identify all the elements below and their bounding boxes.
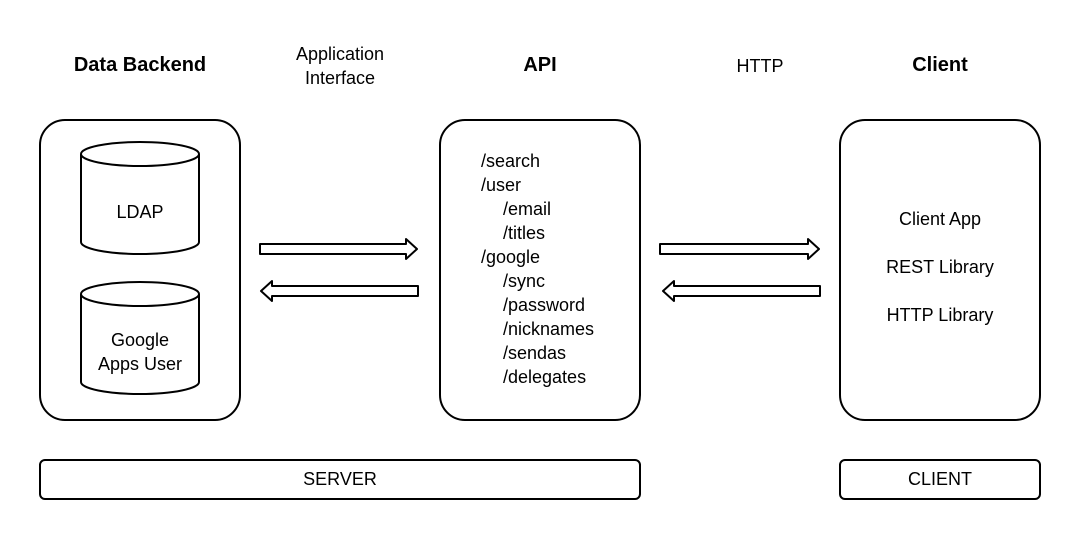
server-label: SERVER [303,469,377,489]
google-apps-user-database: Google Apps User [79,280,201,396]
backend-api-arrows [259,238,419,302]
api-endpoint-item: /sendas [503,343,567,363]
api-endpoint-list: /search/user/email/titles/google/sync/pa… [481,149,594,389]
client-box: Client App REST Library HTTP Library [839,119,1041,421]
api-endpoint-item: /sync [503,271,546,291]
client-component-list: Client App REST Library HTTP Library [841,207,1039,351]
ldap-label: LDAP [116,202,164,222]
rest-library-item: REST Library [886,257,994,277]
client-footer-label: CLIENT [907,469,972,489]
database-cylinder-icon [80,281,200,395]
api-client-arrows [659,238,821,302]
http-library-item: HTTP Library [886,305,994,325]
api-endpoint-item: /password [503,295,586,315]
ldap-database: LDAP [79,140,201,256]
api-endpoint-item: /nicknames [503,319,595,339]
arrow-right-icon [259,238,418,260]
api-endpoint-item: /google [481,247,541,267]
api-box: /search/user/email/titles/google/sync/pa… [439,119,641,421]
client-heading: Client [912,54,968,76]
api-endpoint-item: /email [503,199,552,219]
database-cylinder-icon [80,141,200,255]
api-endpoint-item: /search [481,151,541,171]
google-apps-user-label: Google Apps User [97,330,183,374]
api-endpoint-item: /titles [503,223,546,243]
api-heading: API [523,54,557,76]
application-interface-label: Application Interface [295,44,385,88]
arrow-right-icon [659,238,820,260]
arrow-left-icon [260,280,419,302]
client-app-item: Client App [898,209,982,229]
data-backend-heading: Data Backend [73,54,207,76]
api-endpoint-item: /delegates [503,367,587,387]
api-endpoint-item: /user [481,175,522,195]
server-bar: SERVER [39,459,641,500]
arrow-left-icon [662,280,821,302]
client-bar: CLIENT [839,459,1041,500]
http-label: HTTP [736,56,784,76]
